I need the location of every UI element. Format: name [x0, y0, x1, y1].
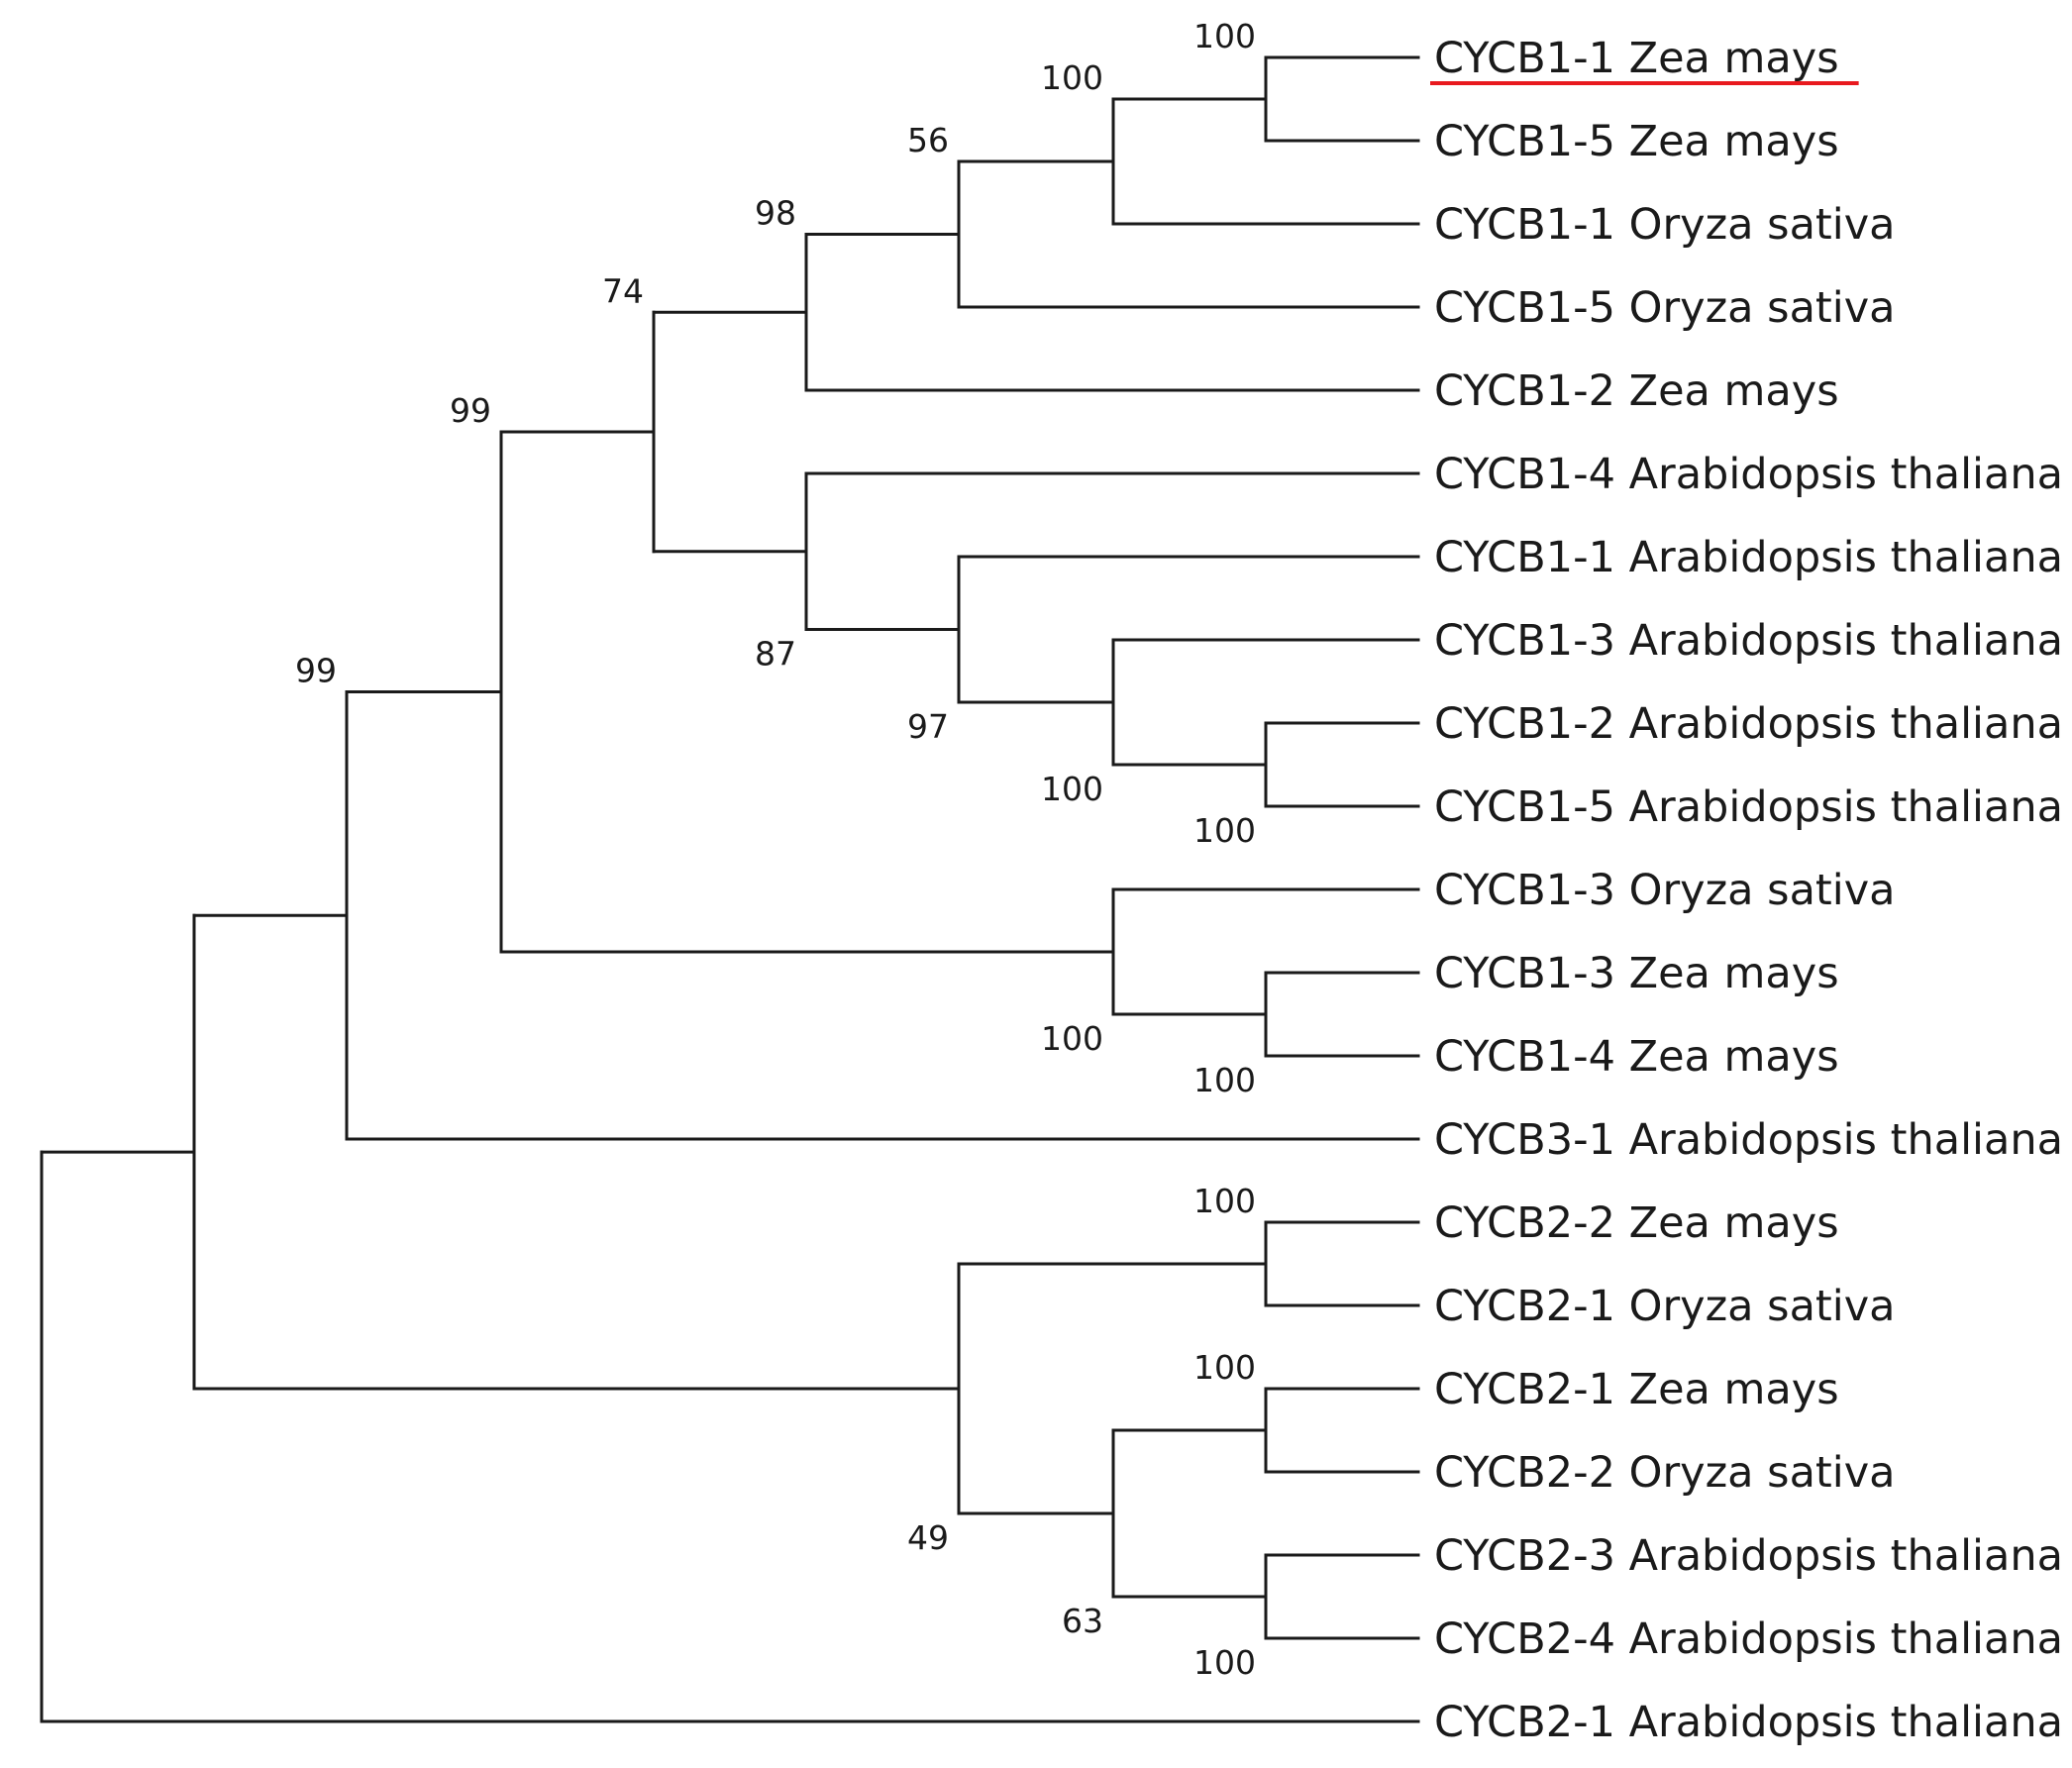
- taxon-label-t19: CYCB2-3 Arabidopsis thaliana: [1434, 1531, 2063, 1581]
- bootstrap-value-n2: 100: [1041, 58, 1103, 97]
- taxon-label-t11: CYCB1-3 Oryza sativa: [1434, 866, 1896, 915]
- bootstrap-value-n12: 99: [450, 391, 491, 430]
- bootstrap-value-n3: 56: [907, 121, 949, 159]
- bootstrap-value-n9: 74: [602, 271, 644, 310]
- taxon-label-t1: CYCB1-1 Zea mays: [1434, 34, 1839, 83]
- taxon-label-t18: CYCB2-2 Oryza sativa: [1434, 1448, 1896, 1498]
- taxon-label-t17: CYCB2-1 Zea mays: [1434, 1365, 1839, 1414]
- bootstrap-value-n6: 100: [1041, 770, 1103, 808]
- bootstrap-value-n14: 100: [1193, 1182, 1256, 1220]
- taxon-label-t12: CYCB1-3 Zea mays: [1434, 949, 1839, 998]
- taxon-label-t7: CYCB1-1 Arabidopsis thaliana: [1434, 533, 2063, 582]
- taxon-label-t9: CYCB1-2 Arabidopsis thaliana: [1434, 699, 2063, 749]
- taxon-label-t4: CYCB1-5 Oryza sativa: [1434, 283, 1896, 333]
- tree-branches: [40, 55, 1420, 1723]
- taxon-label-t6: CYCB1-4 Arabidopsis thaliana: [1434, 450, 2063, 499]
- taxon-label-t16: CYCB2-1 Oryza sativa: [1434, 1282, 1896, 1331]
- bootstrap-value-n8: 87: [755, 635, 796, 674]
- taxon-label-t5: CYCB1-2 Zea mays: [1434, 366, 1839, 416]
- taxon-label-t10: CYCB1-5 Arabidopsis thaliana: [1434, 782, 2063, 832]
- taxon-label-t14: CYCB3-1 Arabidopsis thaliana: [1434, 1115, 2063, 1165]
- bootstrap-value-n13: 99: [295, 652, 337, 690]
- bootstrap-value-n18: 49: [907, 1518, 949, 1557]
- taxon-label-t2: CYCB1-5 Zea mays: [1434, 117, 1839, 166]
- bootstrap-value-n17: 63: [1062, 1602, 1103, 1640]
- bootstrap-value-n11: 100: [1041, 1019, 1103, 1058]
- bootstrap-labels: 100 100 56 98 100 100 97 87 74 100 100 99 99 100 100 10…: [295, 17, 1256, 1682]
- bootstrap-value-n5: 100: [1193, 811, 1256, 850]
- bootstrap-value-n15: 100: [1193, 1348, 1256, 1387]
- bootstrap-value-n7: 97: [907, 707, 949, 746]
- taxon-label-t20: CYCB2-4 Arabidopsis thaliana: [1434, 1614, 2063, 1664]
- taxon-label-t8: CYCB1-3 Arabidopsis thaliana: [1434, 616, 2063, 666]
- bootstrap-value-n16: 100: [1193, 1643, 1256, 1682]
- bootstrap-value-n10: 100: [1193, 1061, 1256, 1099]
- taxon-label-t13: CYCB1-4 Zea mays: [1434, 1032, 1839, 1082]
- bootstrap-value-n1: 100: [1193, 17, 1256, 55]
- taxon-label-t15: CYCB2-2 Zea mays: [1434, 1198, 1839, 1248]
- taxon-label-t21: CYCB2-1 Arabidopsis thaliana: [1434, 1698, 2063, 1747]
- taxon-label-t3: CYCB1-1 Oryza sativa: [1434, 200, 1896, 250]
- bootstrap-value-n4: 98: [755, 194, 796, 233]
